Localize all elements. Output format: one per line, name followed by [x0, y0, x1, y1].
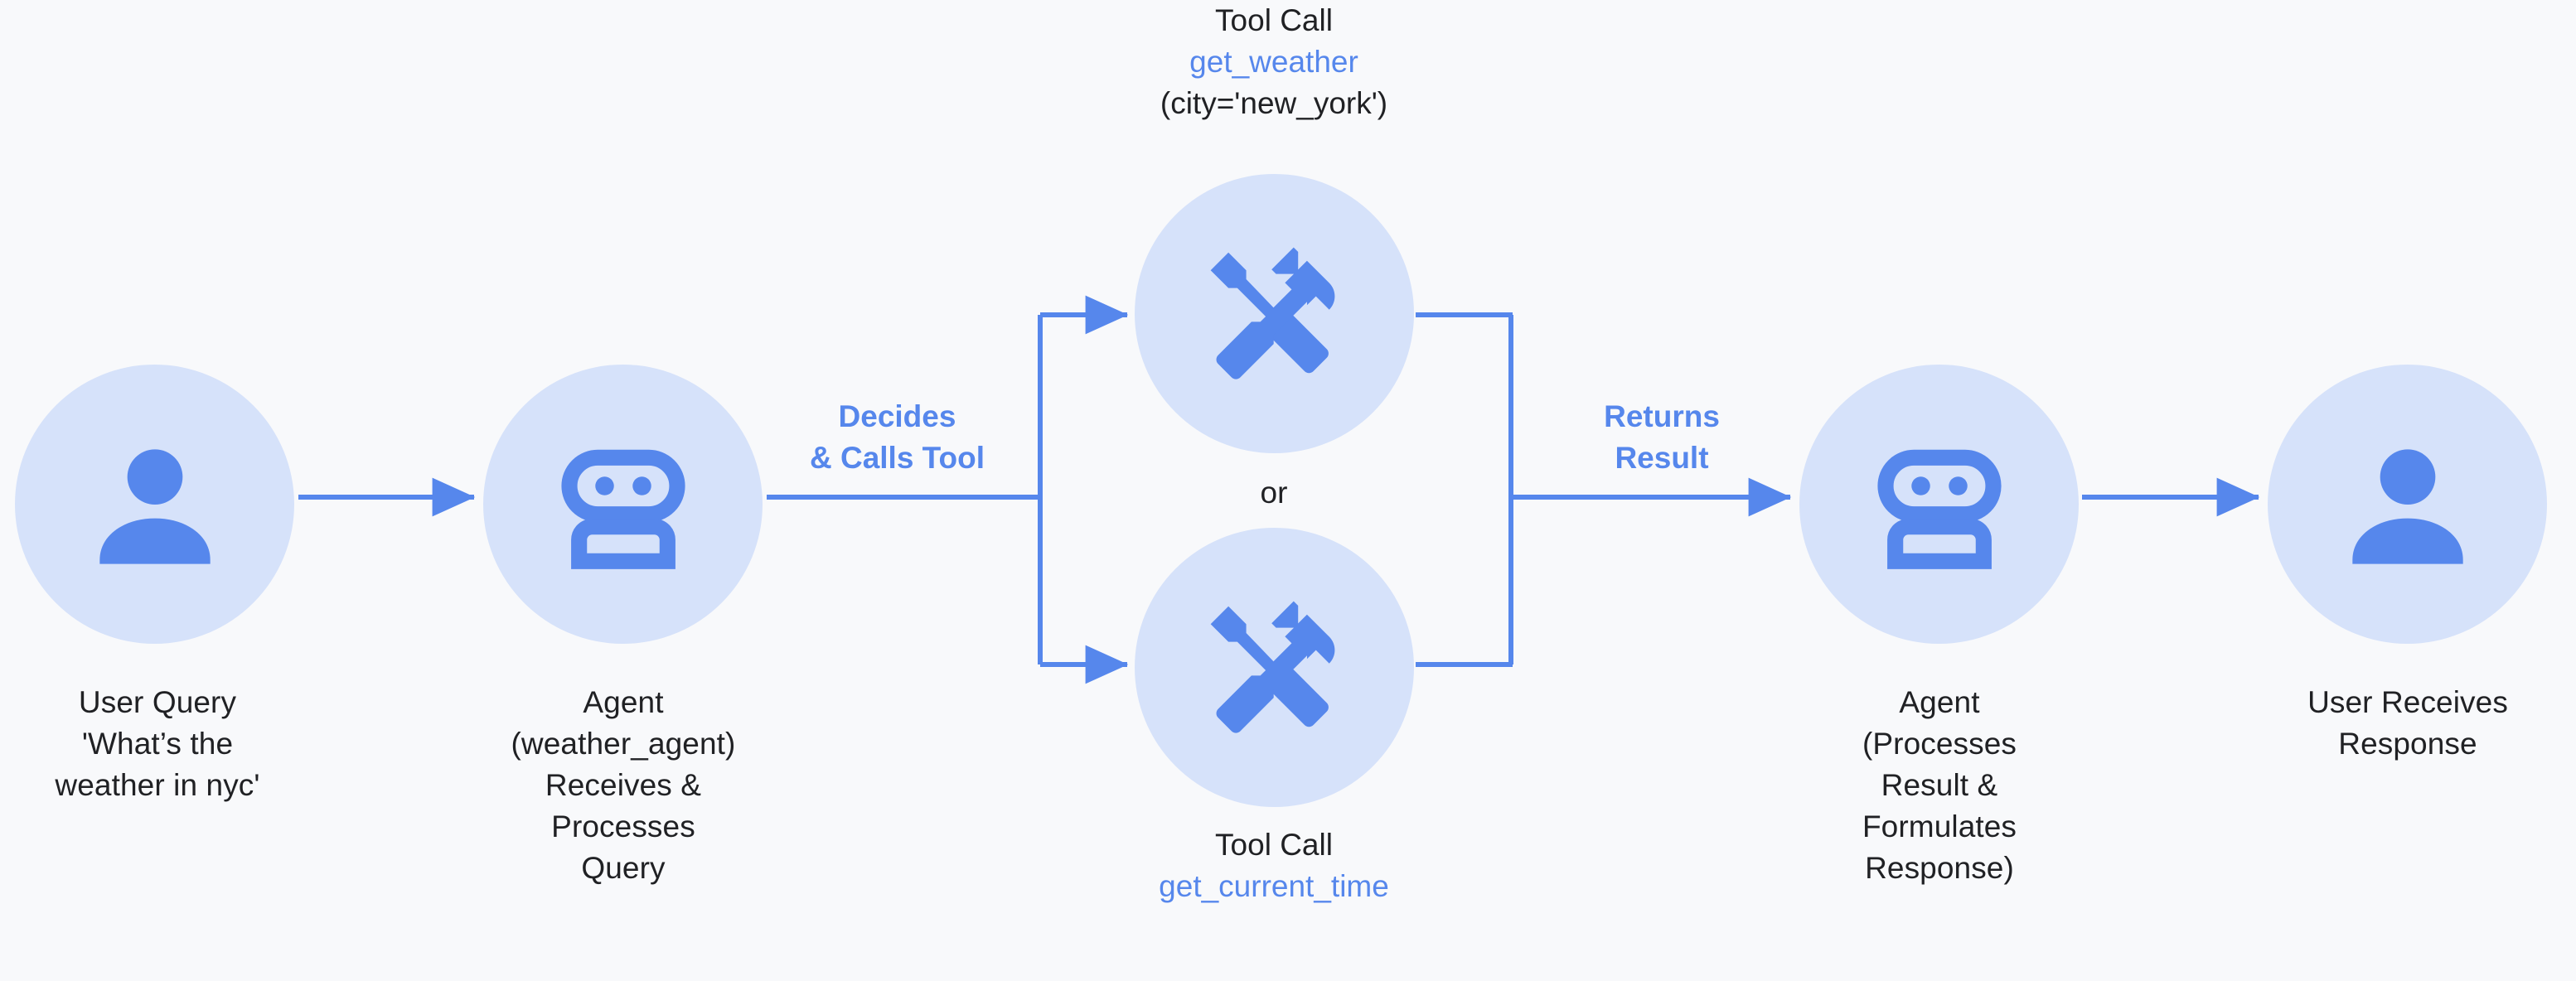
tool-weather-function: get_weather	[1189, 45, 1358, 79]
agent-receives-caption: Agent (weather_agent) Receives & Process…	[511, 685, 736, 885]
person-icon	[2351, 448, 2463, 564]
tool-time-label: Tool Call get_current_time	[1067, 824, 1481, 907]
tool-time-title: Tool Call	[1215, 828, 1333, 862]
user-query-caption: User Query 'What’s the weather in nyc'	[55, 685, 260, 802]
edge-label-returns-result: Returns Result	[1604, 399, 1720, 475]
edge-tools-to-agent	[1416, 312, 1792, 667]
edge-label-decides-calls-tool: Decides & Calls Tool	[809, 399, 985, 475]
tool-weather-args: (city='new_york')	[1160, 86, 1388, 120]
or-label: or	[1260, 476, 1288, 510]
tools-icon	[1210, 601, 1334, 733]
agent-formulates-caption: Agent (Processes Result & Formulates Res…	[1862, 685, 2017, 885]
tool-weather-circle[interactable]	[1135, 174, 1414, 453]
tool-time-circle[interactable]	[1135, 528, 1414, 807]
tools-icon	[1210, 247, 1334, 379]
robot-icon	[560, 449, 685, 569]
tool-time-function: get_current_time	[1159, 869, 1389, 903]
tool-weather-title: Tool Call	[1215, 3, 1333, 37]
robot-icon	[1876, 449, 2002, 569]
edge-agent-to-tools	[767, 295, 1129, 684]
person-icon	[99, 448, 211, 564]
agent-formulates-circle[interactable]	[1799, 365, 2079, 644]
user-receives-circle[interactable]	[2268, 365, 2547, 644]
user-query-circle[interactable]	[15, 365, 294, 644]
agent-receives-circle[interactable]	[483, 365, 763, 644]
tool-weather-label: Tool Call get_weather (city='new_york')	[1067, 0, 1481, 124]
user-receives-caption: User Receives Response	[2307, 685, 2508, 761]
